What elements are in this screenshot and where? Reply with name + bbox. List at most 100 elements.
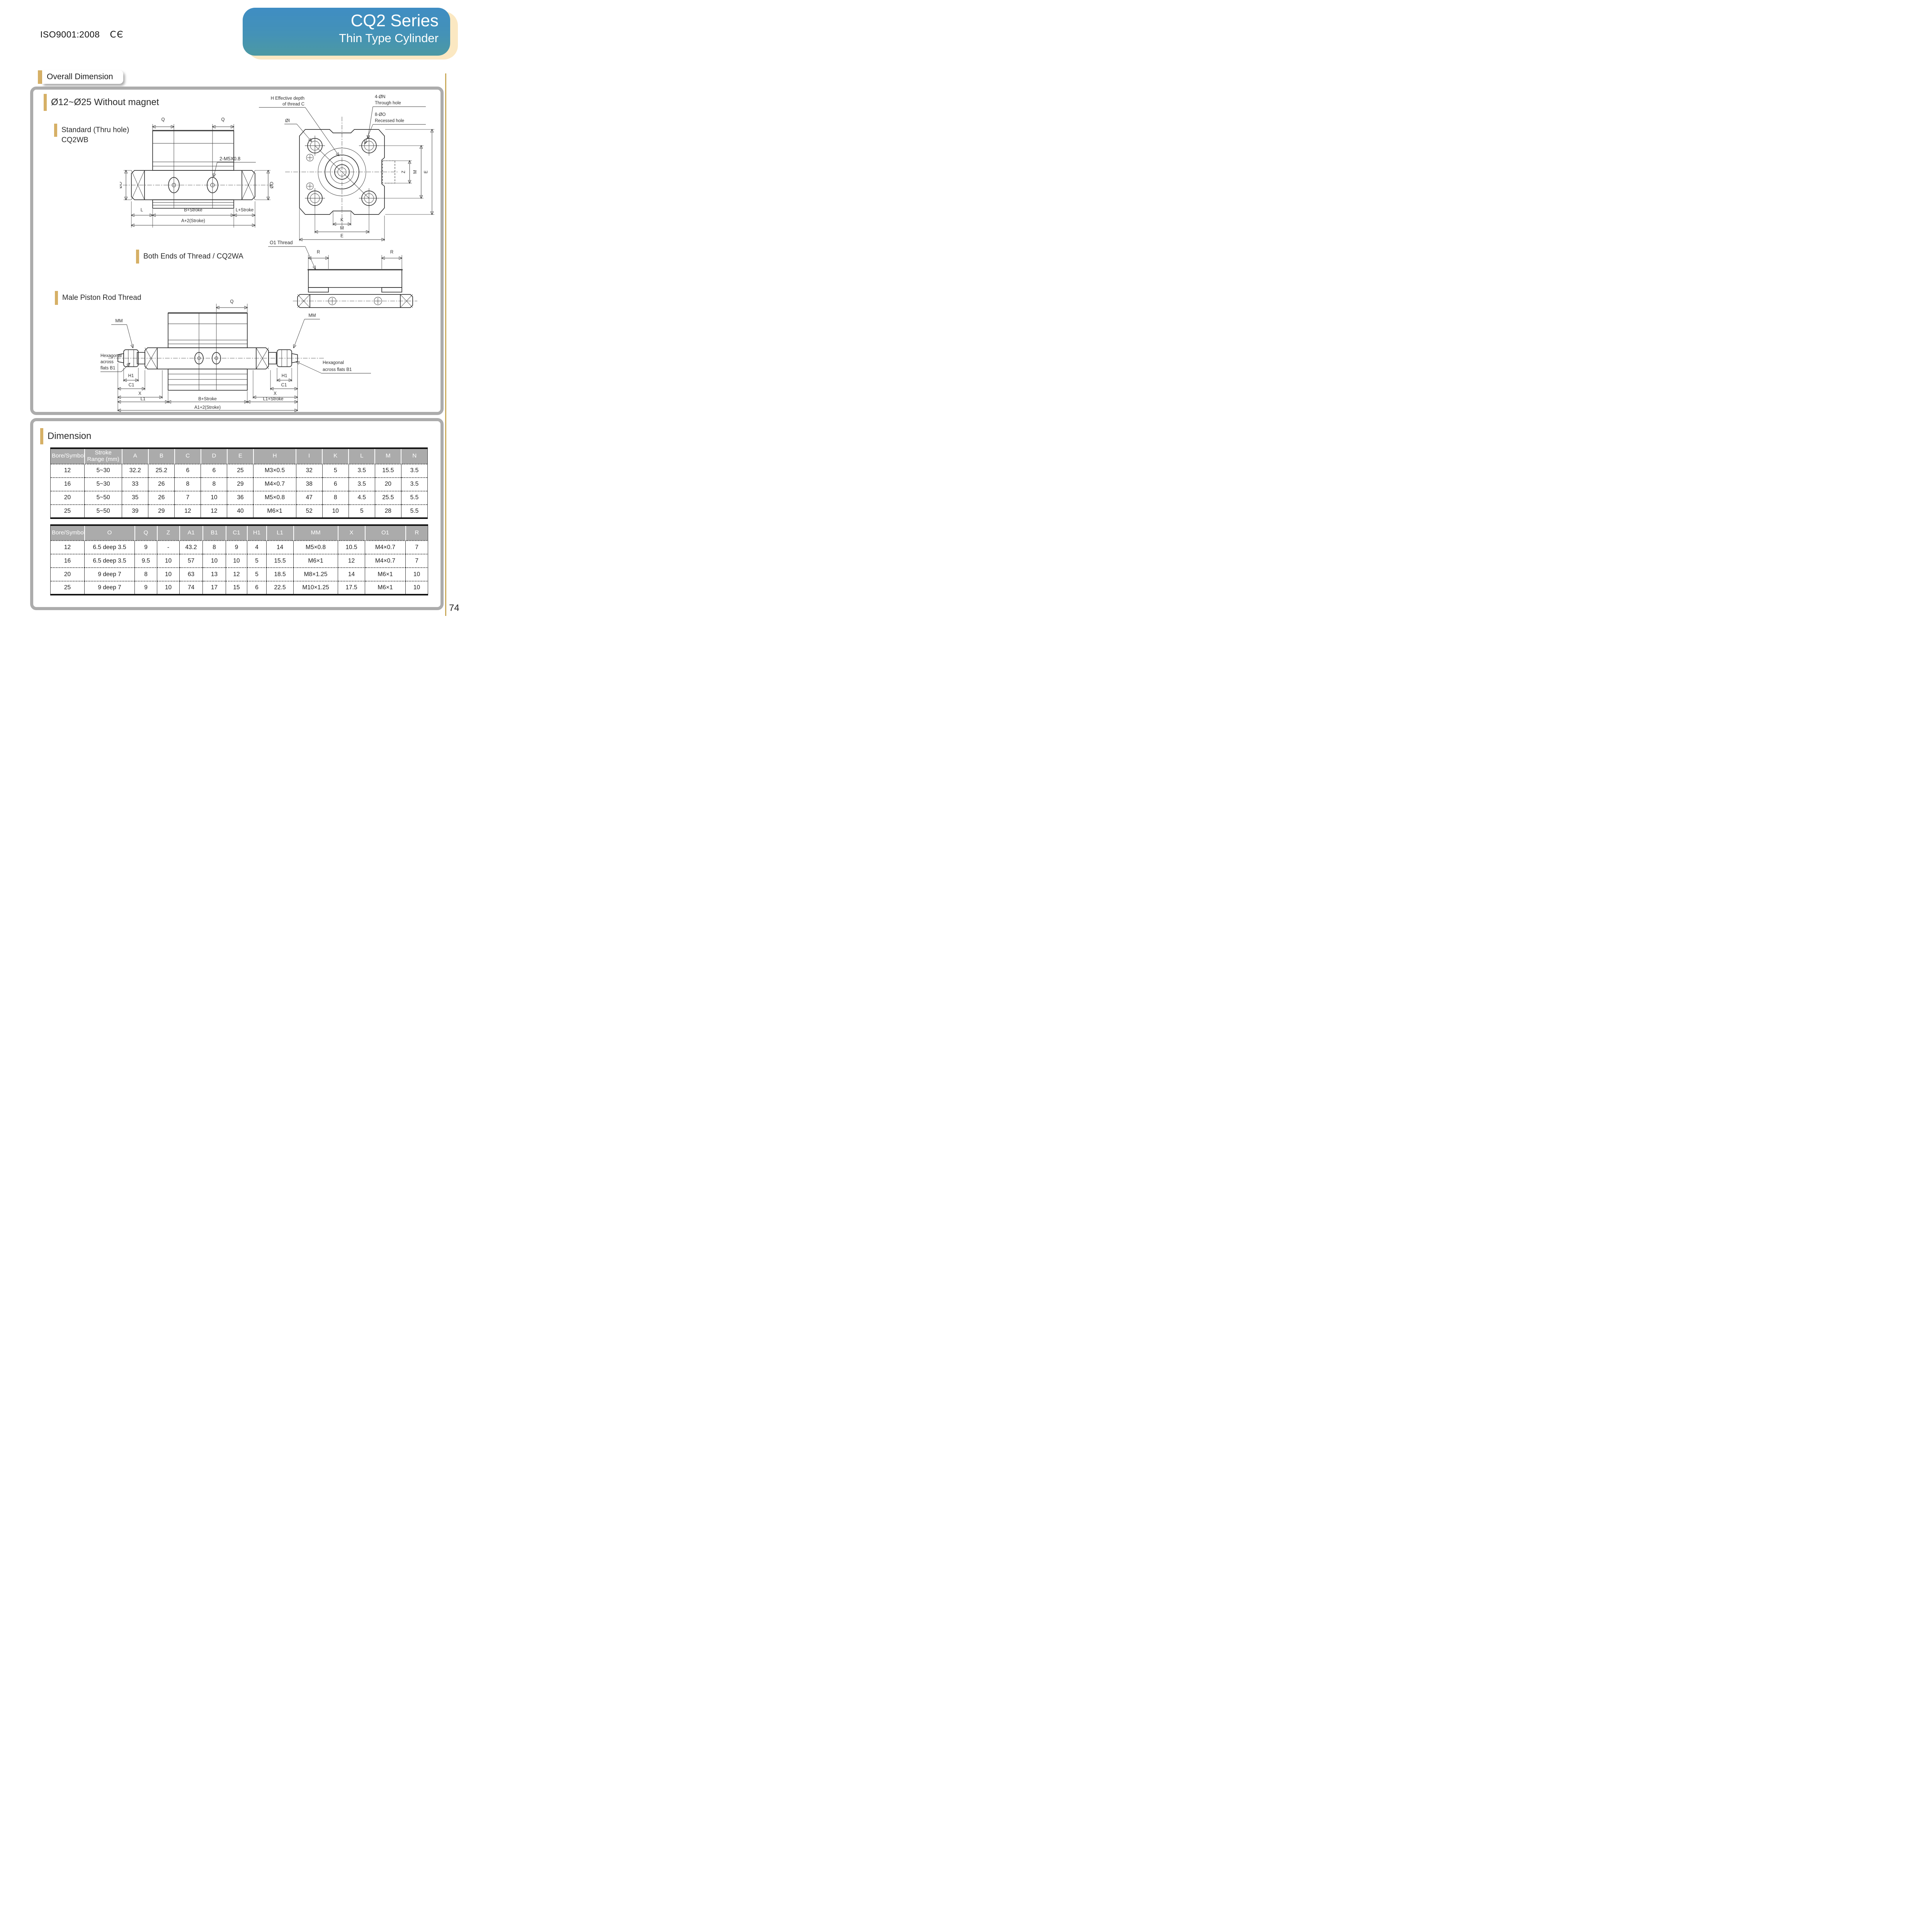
table-cell: 6 bbox=[174, 463, 201, 478]
column-header: Q bbox=[134, 525, 157, 541]
column-header: X bbox=[337, 525, 365, 541]
table-cell: 26 bbox=[148, 490, 175, 505]
dim-b-stroke: B+Stroke bbox=[184, 208, 202, 213]
thread-section-drawing: O1 Thread R R bbox=[259, 236, 437, 310]
table-cell: 22.5 bbox=[266, 581, 294, 595]
column-header: R bbox=[405, 525, 428, 541]
table-cell: 7 bbox=[405, 540, 428, 554]
section-dimension: Dimension bbox=[40, 428, 91, 444]
series-subtitle: Thin Type Cylinder bbox=[339, 31, 439, 45]
table-cell: M6×1 bbox=[365, 581, 406, 595]
table-cell: - bbox=[157, 540, 180, 554]
column-header: K bbox=[322, 448, 349, 464]
table-cell: 5~50 bbox=[84, 490, 122, 505]
dim-l1: L1 bbox=[141, 397, 146, 401]
table-cell: 47 bbox=[296, 490, 323, 505]
column-header: D bbox=[200, 448, 227, 464]
table-cell: 10.5 bbox=[338, 540, 365, 554]
table-cell: 63 bbox=[179, 567, 203, 581]
table-cell: 10 bbox=[202, 554, 226, 568]
callout-mm-right: MM bbox=[308, 313, 316, 318]
o1-thread-label: O1 Thread bbox=[270, 240, 293, 245]
dim-b-stroke: B+Stroke bbox=[198, 397, 217, 401]
table-cell: 10 bbox=[157, 554, 180, 568]
column-header: H1 bbox=[247, 525, 267, 541]
table-cell: M4×0.7 bbox=[253, 477, 296, 491]
column-header: MM bbox=[293, 525, 338, 541]
table-cell: 36 bbox=[227, 490, 253, 505]
table-cell: 52 bbox=[296, 504, 323, 518]
table-cell: 14 bbox=[338, 567, 365, 581]
dim-l-stroke: L+Stroke bbox=[236, 208, 253, 213]
heading-without-magnet: Ø12~Ø25 Without magnet bbox=[44, 94, 159, 111]
heading-both-ends-thread: Both Ends of Thread / CQ2WA bbox=[136, 250, 243, 264]
gold-bar bbox=[55, 291, 58, 305]
table-cell: 20 bbox=[50, 490, 85, 505]
column-header: Stroke Range (mm) bbox=[84, 448, 122, 464]
table-cell: 17 bbox=[202, 581, 226, 595]
column-header: E bbox=[226, 448, 253, 464]
column-header: M bbox=[374, 448, 401, 464]
port-thread-label: 2-M5X0.8 bbox=[219, 156, 240, 162]
column-header: O1 bbox=[364, 525, 406, 541]
table-cell: 43.2 bbox=[179, 540, 203, 554]
section-title: Overall Dimension bbox=[42, 70, 123, 84]
table-cell: 10 bbox=[322, 504, 349, 518]
table-cell: 5~30 bbox=[84, 477, 122, 491]
table-cell: 3.5 bbox=[401, 463, 428, 478]
dim-od-left: ØD bbox=[120, 182, 123, 188]
column-header: C1 bbox=[225, 525, 247, 541]
table-cell: M5×0.8 bbox=[253, 490, 296, 505]
table-cell: 10 bbox=[226, 554, 247, 568]
dim-c1-right: C1 bbox=[281, 383, 287, 388]
column-header: L1 bbox=[266, 525, 294, 541]
heading-standard-thru-hole: Standard (Thru hole) bbox=[54, 124, 129, 137]
callout-hex-left-2: across bbox=[100, 360, 114, 364]
dim-l1-stroke: L1+Stroke bbox=[263, 397, 284, 401]
table-cell: 26 bbox=[148, 477, 175, 491]
section-title: Dimension bbox=[48, 431, 92, 441]
table-cell: 20 bbox=[374, 477, 401, 491]
table-cell: 5 bbox=[322, 463, 349, 478]
front-view-drawing: H Effective depth of thread C 4-ØN Throu… bbox=[247, 93, 437, 243]
column-header: B bbox=[148, 448, 175, 464]
table-cell: 29 bbox=[148, 504, 175, 518]
callout-oi: ØI bbox=[285, 119, 290, 123]
callout-o-line1: 8-ØO bbox=[375, 112, 386, 117]
table-cell: M3×0.5 bbox=[253, 463, 296, 478]
table-cell: 9 deep 7 bbox=[84, 581, 135, 595]
series-banner: CQ2 Series Thin Type Cylinder bbox=[243, 8, 450, 56]
gold-bar bbox=[54, 124, 57, 137]
heading-text: Ø12~Ø25 Without magnet bbox=[51, 97, 159, 107]
column-header: N bbox=[401, 448, 428, 464]
table-cell: 38 bbox=[296, 477, 323, 491]
dim-r-right: R bbox=[390, 250, 393, 255]
column-header: C bbox=[174, 448, 201, 464]
table-cell: M5×0.8 bbox=[293, 540, 338, 554]
column-header: H bbox=[253, 448, 296, 464]
table-cell: 32.2 bbox=[122, 463, 148, 478]
table-cell: 10 bbox=[157, 567, 180, 581]
table-cell: 10 bbox=[201, 490, 227, 505]
column-header: A1 bbox=[179, 525, 203, 541]
table-cell: M10×1.25 bbox=[293, 581, 338, 595]
table-cell: M4×0.7 bbox=[365, 540, 406, 554]
column-header: I bbox=[296, 448, 323, 464]
table-cell: 25.5 bbox=[374, 490, 401, 505]
column-header: B1 bbox=[202, 525, 226, 541]
dim-x-left: X bbox=[138, 391, 141, 396]
table-cell: 5.5 bbox=[401, 490, 428, 505]
dim-z: Z bbox=[401, 170, 406, 173]
callout-mm-left: MM bbox=[115, 319, 122, 323]
table-cell: M6×1 bbox=[253, 504, 296, 518]
gold-bar bbox=[40, 428, 43, 444]
table-cell: 10 bbox=[405, 567, 428, 581]
table-cell: 6 bbox=[247, 581, 267, 595]
table-cell: 5~50 bbox=[84, 504, 122, 518]
